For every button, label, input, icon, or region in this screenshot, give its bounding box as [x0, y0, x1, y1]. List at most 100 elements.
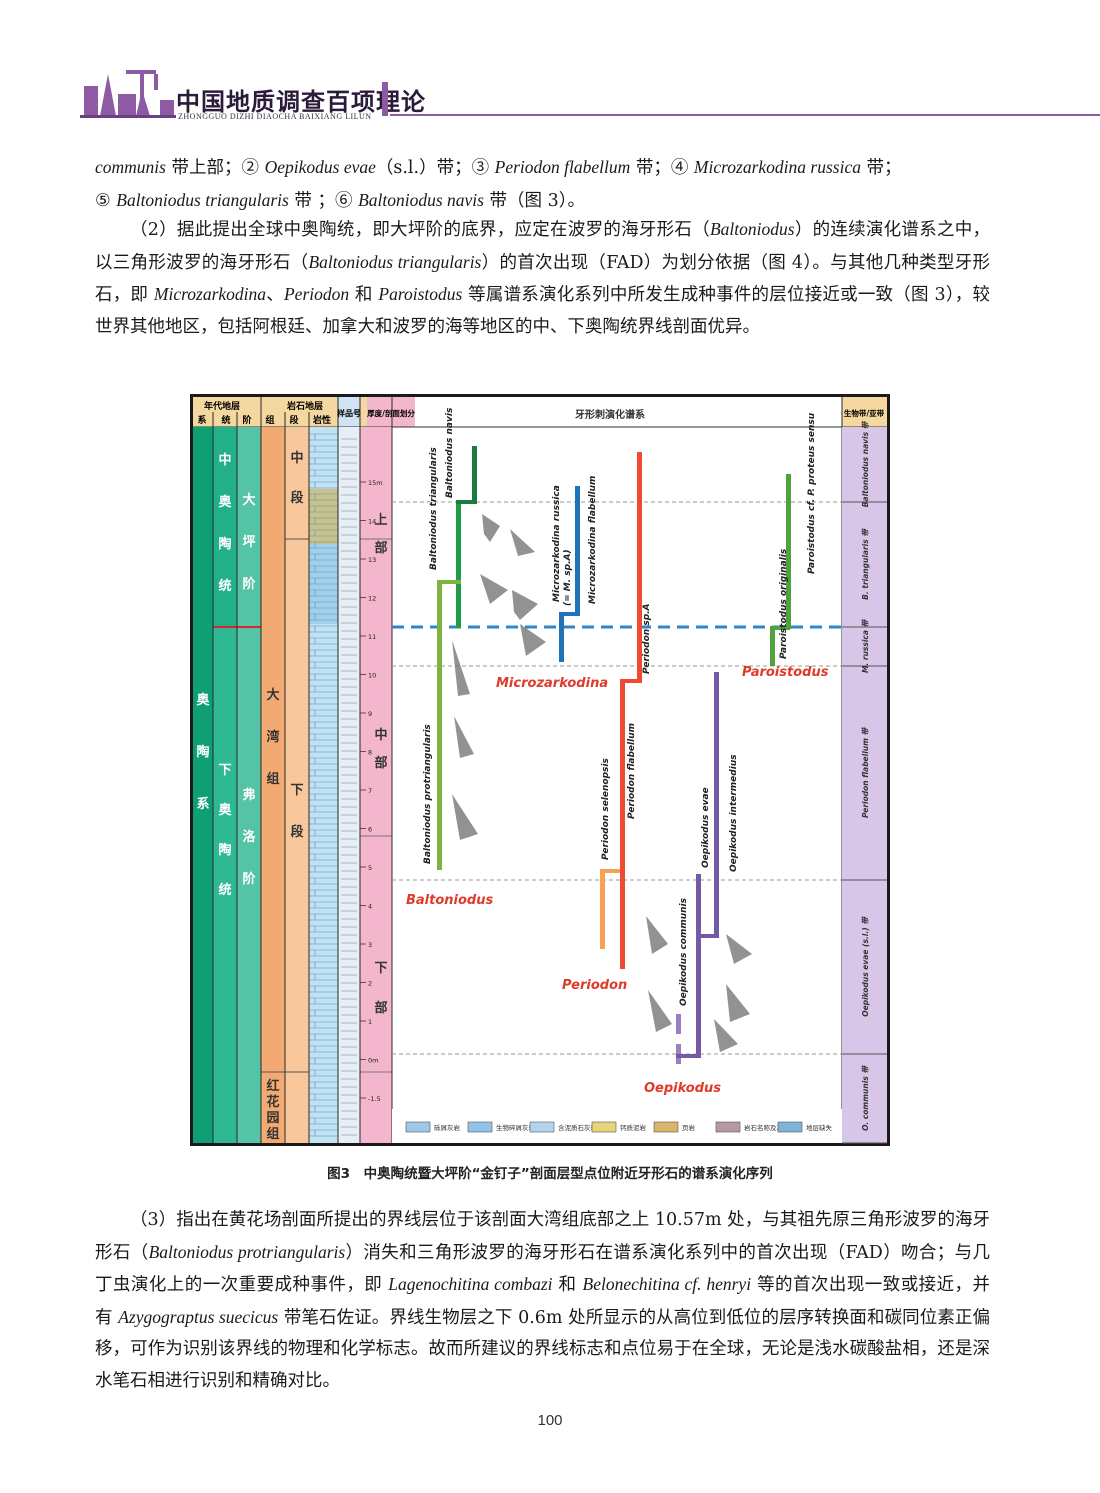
thickness-label: 6 [368, 826, 372, 834]
paragraph-3: （3）指出在黄花场剖面所提出的界线层位于该剖面大湾组底部之上 10.57m 处，… [95, 1205, 990, 1397]
taxon: Azygograptus suecicus [118, 1306, 279, 1327]
zone-label-flabellum: Periodon flabellum 带 [861, 726, 870, 818]
zone-label-evae: Oepikodus evae (s.l.) 带 [861, 916, 870, 1017]
header-member: 段 [289, 414, 299, 426]
thickness-label: 1 [368, 1018, 372, 1026]
paroistodus-proteus-bar [786, 474, 791, 629]
series-lower-cell [213, 627, 237, 1143]
stage-floian-label: 阶 [242, 871, 256, 887]
series-middle-label: 中 [218, 452, 231, 468]
taxon: Lagenochitina combazi [388, 1274, 553, 1294]
text: ）的连续演化谱系之中，以三角形波罗的海牙形石（ [95, 220, 991, 273]
running-header: 中国地质调查百项理论 ZHONGGUO DIZHI DIAOCHA BAIXIA… [80, 60, 1100, 121]
specimen-icon [714, 1019, 738, 1052]
taxon: Microzarkodina [153, 284, 267, 304]
baltoniodus-branch [437, 580, 461, 584]
thickness-label: 7 [368, 787, 372, 795]
taxon: Oepikodus evae [264, 157, 376, 177]
legend-swatch [777, 1121, 803, 1133]
member-lower-label: 段 [290, 824, 303, 840]
stage-dapingian-label: 坪 [242, 535, 255, 550]
species-label-o-evae: Oepikodus evae [701, 787, 711, 868]
thickness-label: 8 [368, 749, 372, 757]
oepikodus-branch-1 [676, 1054, 701, 1058]
zone-column [842, 427, 887, 1143]
part-lower-label: 部 [374, 1000, 387, 1016]
thickness-label: 9 [368, 710, 372, 718]
taxon: Belonechitina cf. henryi [582, 1274, 752, 1294]
genus-label-oepikodus: Oepikodus [644, 1081, 721, 1096]
system-label: 系 [196, 796, 209, 812]
header-cell [842, 397, 887, 427]
header-formation: 组 [265, 414, 274, 426]
series-lower-label: 奥 [218, 802, 232, 818]
periodon-branch-1 [600, 869, 625, 873]
thickness-label: 2 [368, 980, 372, 988]
species-label-p-spA: Periodon sp.A [642, 603, 652, 674]
zone-label-triangularis: B. triangularis 带 [861, 528, 870, 600]
thickness-label: 3 [368, 941, 372, 949]
stage-floian-label: 洛 [242, 829, 256, 845]
taxon: Microzarkodina russica [693, 157, 861, 177]
microzarkodina-bar [559, 612, 564, 662]
oepikodus-branch-2 [696, 934, 718, 938]
thickness-label: 5 [368, 864, 372, 872]
lithology-oolitic-band [309, 489, 338, 544]
series-middle-label: 奥 [218, 494, 232, 510]
legend-swatch [529, 1121, 555, 1133]
navis-branch [456, 500, 477, 504]
formation-dawan-label: 组 [266, 771, 279, 787]
stage-column [237, 427, 261, 1143]
genus-label-baltoniodus: Baltoniodus [406, 893, 493, 908]
genus-label-microzarkodina: Microzarkodina [496, 676, 608, 691]
text: 带；④ [630, 158, 694, 178]
formation-honghuayuan-label: 园 [266, 1111, 279, 1126]
species-label-navis: Baltoniodus navis [445, 407, 455, 498]
formation-column [261, 427, 285, 1143]
thickness-label: 4 [368, 903, 372, 911]
taxon: Baltoniodus navis [358, 189, 484, 210]
species-label-m-flabellum: Microzarkodina flabellum [588, 476, 598, 604]
baltoniodus-navis-bar [472, 446, 477, 504]
taxon: Baltoniodus protriangularis [148, 1241, 346, 1262]
microzarkodina-russica-bar [575, 486, 580, 616]
species-label-p-selenopsis: Periodon selenopsis [601, 758, 611, 860]
book-title-pinyin: ZHONGGUO DIZHI DIAOCHA BAIXIANG LILUN [178, 112, 372, 121]
series-lower-label: 统 [218, 882, 231, 898]
part-upper-label: 部 [374, 540, 387, 556]
taxon: Paroistodus [378, 284, 463, 304]
series-middle-label: 统 [218, 578, 231, 594]
formation-dawan-label: 湾 [266, 729, 279, 745]
series-lower-label: 陶 [218, 842, 231, 858]
header-zone: 生物带/亚带 [844, 408, 885, 418]
thickness-column [360, 427, 392, 1143]
legend-swatch [591, 1121, 617, 1133]
legend-label: 生物碎屑灰岩 [496, 1123, 536, 1132]
series-middle-label: 陶 [218, 536, 231, 552]
specimen-icon [726, 984, 750, 1022]
species-label-protriangularis: Baltoniodus protriangularis [423, 724, 433, 864]
text: 和 [349, 285, 379, 305]
legend-label: 页岩 [682, 1123, 696, 1132]
species-label-triangularis: Baltoniodus triangularis [429, 447, 439, 570]
taxon: Baltoniodus triangularis [116, 189, 289, 210]
header-bar [382, 82, 388, 116]
legend-swatch [467, 1121, 493, 1133]
baltoniodus-protriangularis-bar [437, 580, 442, 870]
sample-column [338, 427, 360, 1143]
header-thickness: 厚度/剖面划分 [367, 408, 415, 418]
text: 带上部；② [165, 158, 265, 178]
conodont-specimens [452, 514, 752, 1052]
specimen-icon [520, 624, 546, 656]
zone-label-russica: M. russica 带 [861, 618, 870, 673]
periodon-branch-2 [620, 679, 642, 683]
specimen-icon [510, 529, 535, 556]
text: ⑤ [95, 190, 117, 211]
specimen-icon [482, 514, 500, 542]
specimen-icon [454, 716, 474, 758]
header-series: 统 [221, 414, 230, 426]
paragraph-2: （2）据此提出全球中奥陶统，即大坪阶的底界，应定在波罗的海牙形石（Baltoni… [95, 214, 990, 343]
sample-ticks [341, 438, 357, 1136]
